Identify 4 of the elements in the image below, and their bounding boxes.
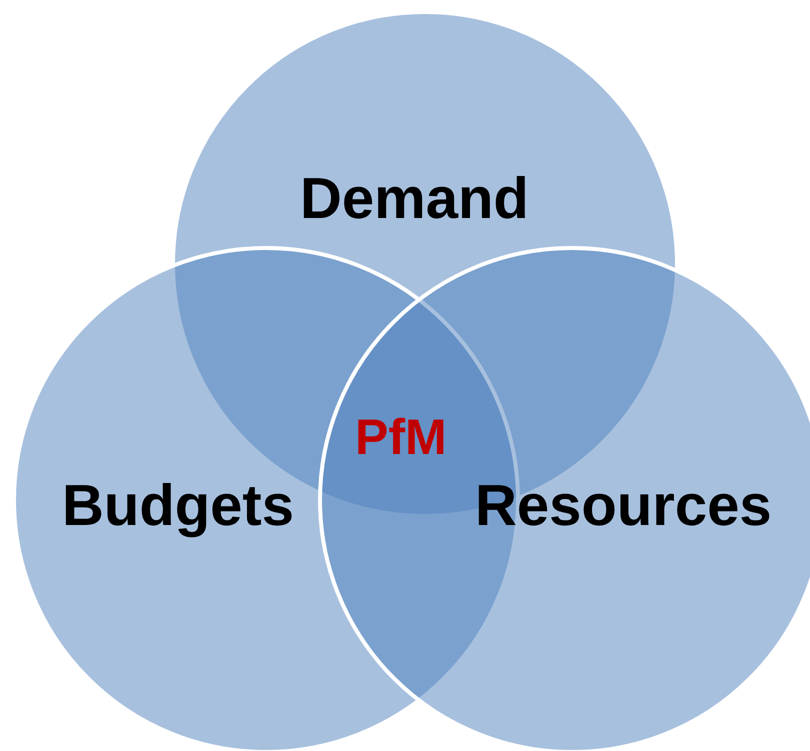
- set-label: Demand: [300, 165, 529, 232]
- set-label: Resources: [475, 472, 772, 539]
- intersection-label: PfM: [355, 408, 447, 466]
- set-label: Budgets: [62, 472, 294, 539]
